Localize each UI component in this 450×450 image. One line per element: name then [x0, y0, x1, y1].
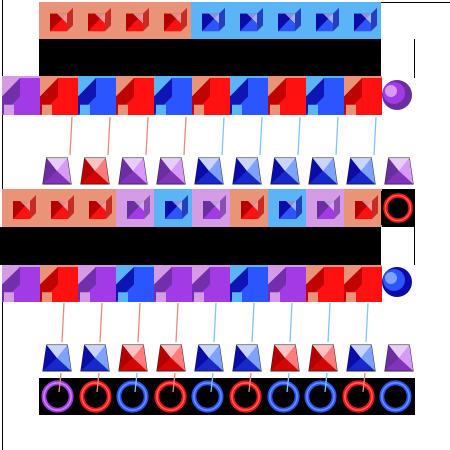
block-tile[interactable] — [230, 265, 268, 302]
block-tile[interactable] — [192, 265, 230, 302]
block-tile[interactable] — [268, 265, 306, 302]
cap-tile[interactable] — [115, 2, 153, 39]
ring-tile[interactable] — [302, 378, 340, 415]
cap-tile[interactable] — [306, 189, 344, 227]
block-tile[interactable] — [116, 265, 154, 302]
cap-tile[interactable] — [305, 2, 343, 39]
link-line — [335, 116, 339, 156]
cap-tile[interactable] — [77, 2, 115, 39]
link-line — [221, 116, 225, 156]
cap-tile[interactable] — [39, 2, 77, 39]
top-black-band — [39, 39, 381, 76]
upper-orb[interactable] — [380, 78, 414, 112]
gem-tile[interactable] — [307, 343, 339, 373]
link-line — [183, 116, 187, 156]
link-line — [327, 302, 331, 343]
cap-tile[interactable] — [192, 189, 230, 227]
cap-tile[interactable] — [191, 2, 229, 39]
link-line — [251, 302, 255, 343]
ring-tile[interactable] — [39, 378, 76, 415]
gem-tile[interactable] — [41, 343, 73, 373]
link-line — [61, 302, 65, 343]
link-line — [69, 116, 73, 156]
link-line — [297, 116, 301, 156]
gem-tile[interactable] — [231, 156, 263, 186]
link-line — [107, 116, 111, 156]
block-tile[interactable] — [2, 76, 40, 115]
gem-tile[interactable] — [231, 343, 263, 373]
link-line — [213, 302, 217, 343]
cap-tile[interactable] — [267, 2, 305, 39]
block-tile[interactable] — [268, 76, 306, 115]
block-tile[interactable] — [116, 76, 154, 115]
gem-tile[interactable] — [307, 156, 339, 186]
block-tile[interactable] — [40, 265, 78, 302]
ring-tile[interactable] — [264, 378, 302, 415]
block-tile[interactable] — [306, 265, 344, 302]
block-tile[interactable] — [344, 76, 382, 115]
link-line — [373, 116, 377, 156]
cap-tile[interactable] — [268, 189, 306, 227]
link-line — [99, 302, 103, 343]
block-tile[interactable] — [154, 76, 192, 115]
gem-tile[interactable] — [345, 343, 377, 373]
gem-tile[interactable] — [117, 343, 149, 373]
cap-tile[interactable] — [343, 2, 381, 39]
middle-black-band — [0, 227, 381, 265]
cap-tile[interactable] — [344, 189, 382, 227]
gem-tile[interactable] — [383, 343, 415, 373]
link-line — [259, 116, 263, 156]
gem-tile[interactable] — [345, 156, 377, 186]
board-frame-top — [380, 2, 450, 3]
block-tile[interactable] — [78, 265, 116, 302]
link-line — [145, 116, 149, 156]
ring-tile[interactable] — [227, 378, 264, 415]
cap-tile[interactable] — [2, 189, 40, 227]
gem-tile[interactable] — [269, 156, 301, 186]
cap-tile[interactable] — [154, 189, 192, 227]
gem-tile[interactable] — [155, 156, 187, 186]
gem-tile[interactable] — [117, 156, 149, 186]
ring-tile[interactable] — [114, 378, 152, 415]
link-line — [365, 302, 369, 343]
ring-tile[interactable] — [189, 378, 227, 415]
cap-tile[interactable] — [40, 189, 78, 227]
cap-tile[interactable] — [229, 2, 267, 39]
gem-tile[interactable] — [79, 156, 111, 186]
block-tile[interactable] — [344, 265, 382, 302]
block-tile[interactable] — [154, 265, 192, 302]
ring-tile[interactable] — [339, 378, 377, 415]
gem-tile[interactable] — [193, 343, 225, 373]
block-tile[interactable] — [40, 76, 78, 115]
gem-tile[interactable] — [383, 156, 415, 186]
block-tile[interactable] — [230, 76, 268, 115]
ring-tile[interactable] — [377, 378, 415, 415]
gem-tile[interactable] — [155, 343, 187, 373]
block-tile[interactable] — [78, 76, 116, 115]
mid-ring[interactable] — [381, 189, 415, 227]
cap-tile[interactable] — [78, 189, 116, 227]
board-frame-right-mid — [414, 227, 415, 265]
block-tile[interactable] — [306, 76, 344, 115]
cap-tile[interactable] — [230, 189, 268, 227]
board-frame-right-upper — [414, 39, 415, 78]
cap-tile[interactable] — [153, 2, 191, 39]
link-line — [289, 302, 293, 343]
block-tile[interactable] — [192, 76, 230, 115]
gem-tile[interactable] — [41, 156, 73, 186]
gem-tile[interactable] — [193, 156, 225, 186]
cap-tile[interactable] — [116, 189, 154, 227]
gem-tile[interactable] — [269, 343, 301, 373]
gem-tile[interactable] — [79, 343, 111, 373]
link-line — [137, 302, 141, 343]
lower-orb[interactable] — [380, 265, 414, 299]
ring-tile[interactable] — [76, 378, 114, 415]
ring-tile[interactable] — [151, 378, 189, 415]
block-tile[interactable] — [2, 265, 40, 302]
link-line — [175, 302, 179, 343]
